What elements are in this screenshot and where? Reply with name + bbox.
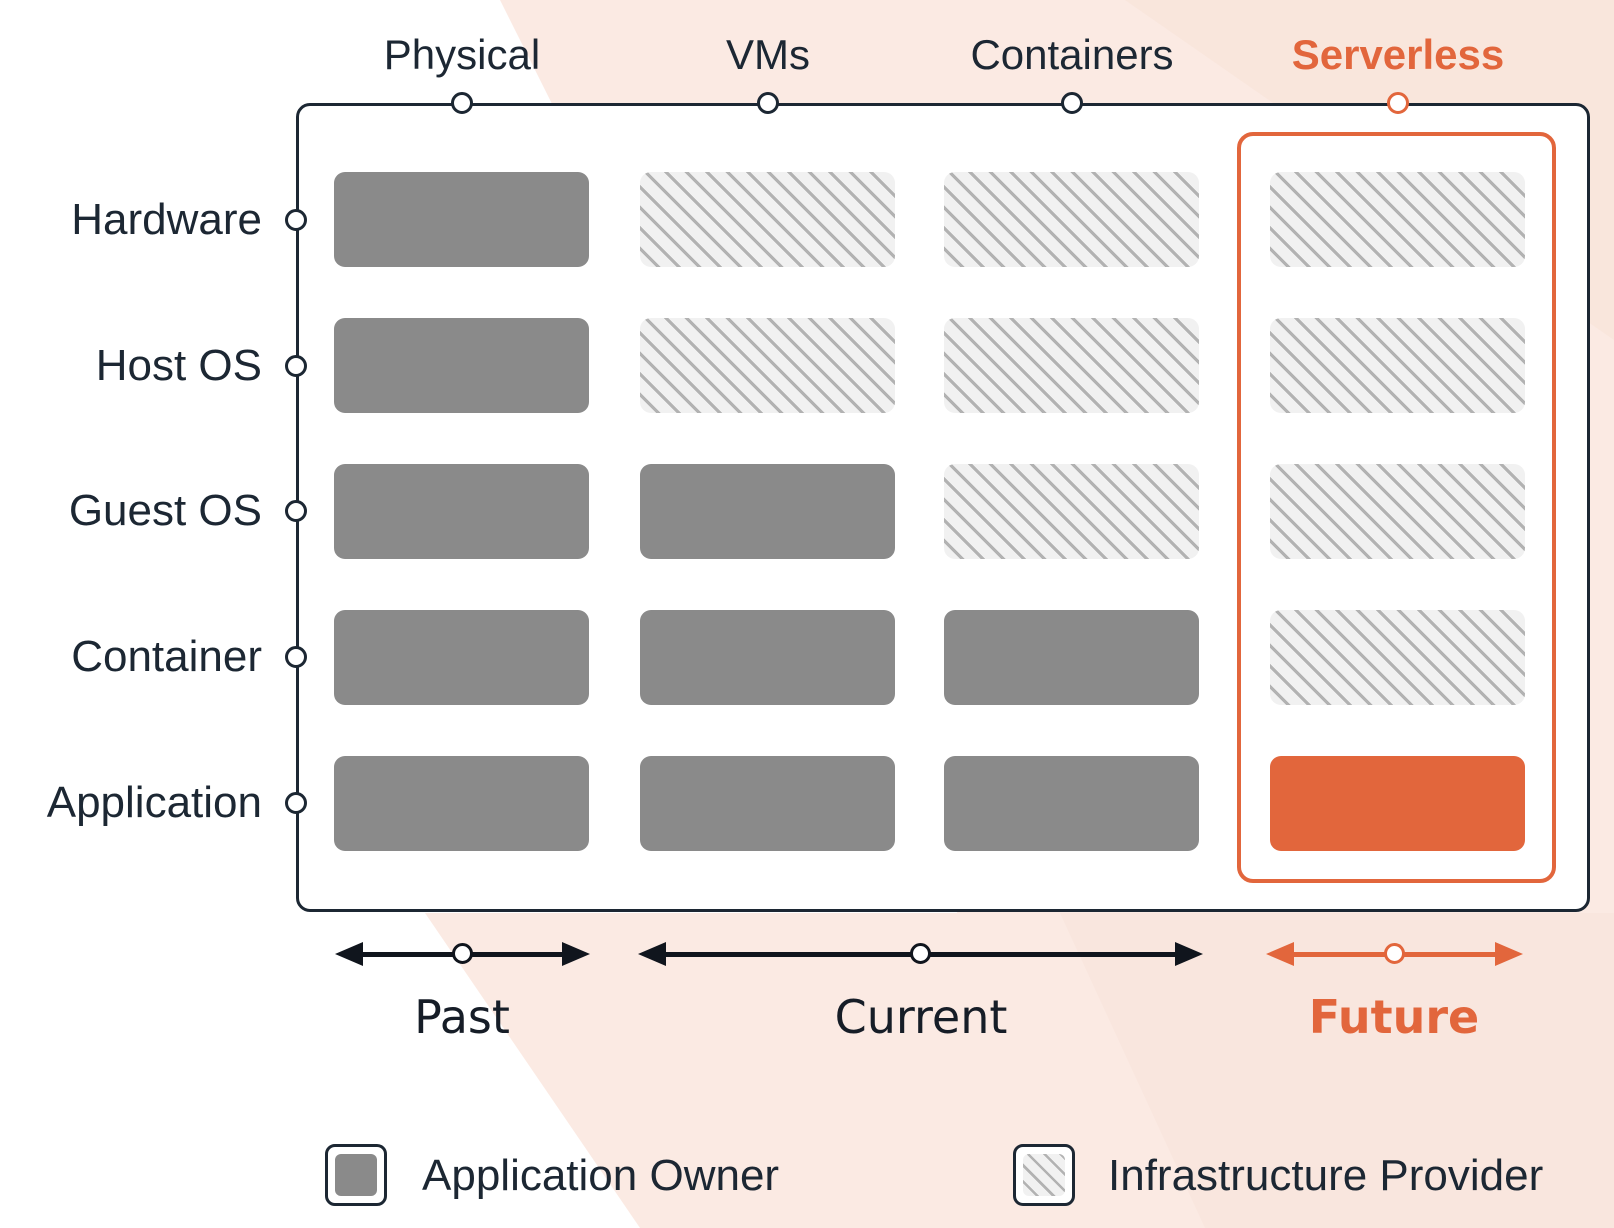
- legend-swatch-application-owner: [325, 1144, 387, 1206]
- row-label-application: Application: [46, 778, 262, 827]
- arrow-right-head: [1175, 942, 1203, 966]
- timeline-arrow-future: [1266, 941, 1523, 967]
- column-node-physical: [451, 92, 473, 114]
- grid-cell-container-vms: [640, 610, 895, 705]
- row-label-host-os: Host OS: [95, 341, 262, 390]
- column-header-vms: VMs: [726, 31, 810, 78]
- row-label-guest-os: Guest OS: [68, 486, 262, 535]
- arrow-right-head: [562, 942, 590, 966]
- grid-cell-application-vms: [640, 756, 895, 851]
- grid-cell-hardware-vms: [640, 172, 895, 267]
- grid-cell-hardware-containers: [944, 172, 1199, 267]
- row-node-host-os: [285, 355, 307, 377]
- column-node-serverless: [1387, 92, 1409, 114]
- timeline-arrow-past: [335, 941, 590, 967]
- legend-label-application-owner: Application Owner: [422, 1151, 780, 1200]
- grid-cell-guest-os-physical: [334, 464, 589, 559]
- column-node-vms: [757, 92, 779, 114]
- grid-cell-container-physical: [334, 610, 589, 705]
- arrow-right-head: [1495, 942, 1523, 966]
- column-node-containers: [1061, 92, 1083, 114]
- column-header-containers: Containers: [970, 31, 1174, 78]
- grid-cell-application-physical: [334, 756, 589, 851]
- grid-cell-guest-os-vms: [640, 464, 895, 559]
- grid-cell-guest-os-serverless: [1270, 464, 1525, 559]
- column-header-physical: Physical: [383, 31, 541, 78]
- timeline-arrow-current: [638, 941, 1203, 967]
- grid-cell-hardware-physical: [334, 172, 589, 267]
- grid-cell-container-serverless: [1270, 610, 1525, 705]
- grid-cell-host-os-containers: [944, 318, 1199, 413]
- grid-cell-container-containers: [944, 610, 1199, 705]
- legend-label-infrastructure-provider: Infrastructure Provider: [1108, 1151, 1544, 1200]
- timeline-label-past: Past: [414, 990, 510, 1044]
- timeline-label-future: Future: [1308, 990, 1480, 1044]
- column-header-serverless: Serverless: [1291, 31, 1505, 78]
- provider-swatch-fill: [1023, 1154, 1065, 1196]
- row-label-hardware: Hardware: [71, 195, 262, 244]
- grid-cell-application-serverless: [1270, 756, 1525, 851]
- arrow-midpoint-node: [451, 943, 473, 964]
- row-label-container: Container: [71, 632, 262, 681]
- grid-cell-application-containers: [944, 756, 1199, 851]
- serverless-highlight-box: [1237, 132, 1556, 883]
- grid-cell-host-os-serverless: [1270, 318, 1525, 413]
- row-node-guest-os: [285, 500, 307, 522]
- grid-cell-hardware-serverless: [1270, 172, 1525, 267]
- row-node-container: [285, 646, 307, 668]
- grid-cell-host-os-physical: [334, 318, 589, 413]
- grid-cell-guest-os-containers: [944, 464, 1199, 559]
- arrow-midpoint-node: [1383, 943, 1405, 964]
- legend-swatch-infrastructure-provider: [1013, 1144, 1075, 1206]
- arrow-midpoint-node: [909, 943, 931, 964]
- owner-swatch-fill: [335, 1154, 377, 1196]
- row-node-hardware: [285, 209, 307, 231]
- row-node-application: [285, 792, 307, 814]
- grid-cell-host-os-vms: [640, 318, 895, 413]
- timeline-label-current: Current: [834, 990, 1008, 1044]
